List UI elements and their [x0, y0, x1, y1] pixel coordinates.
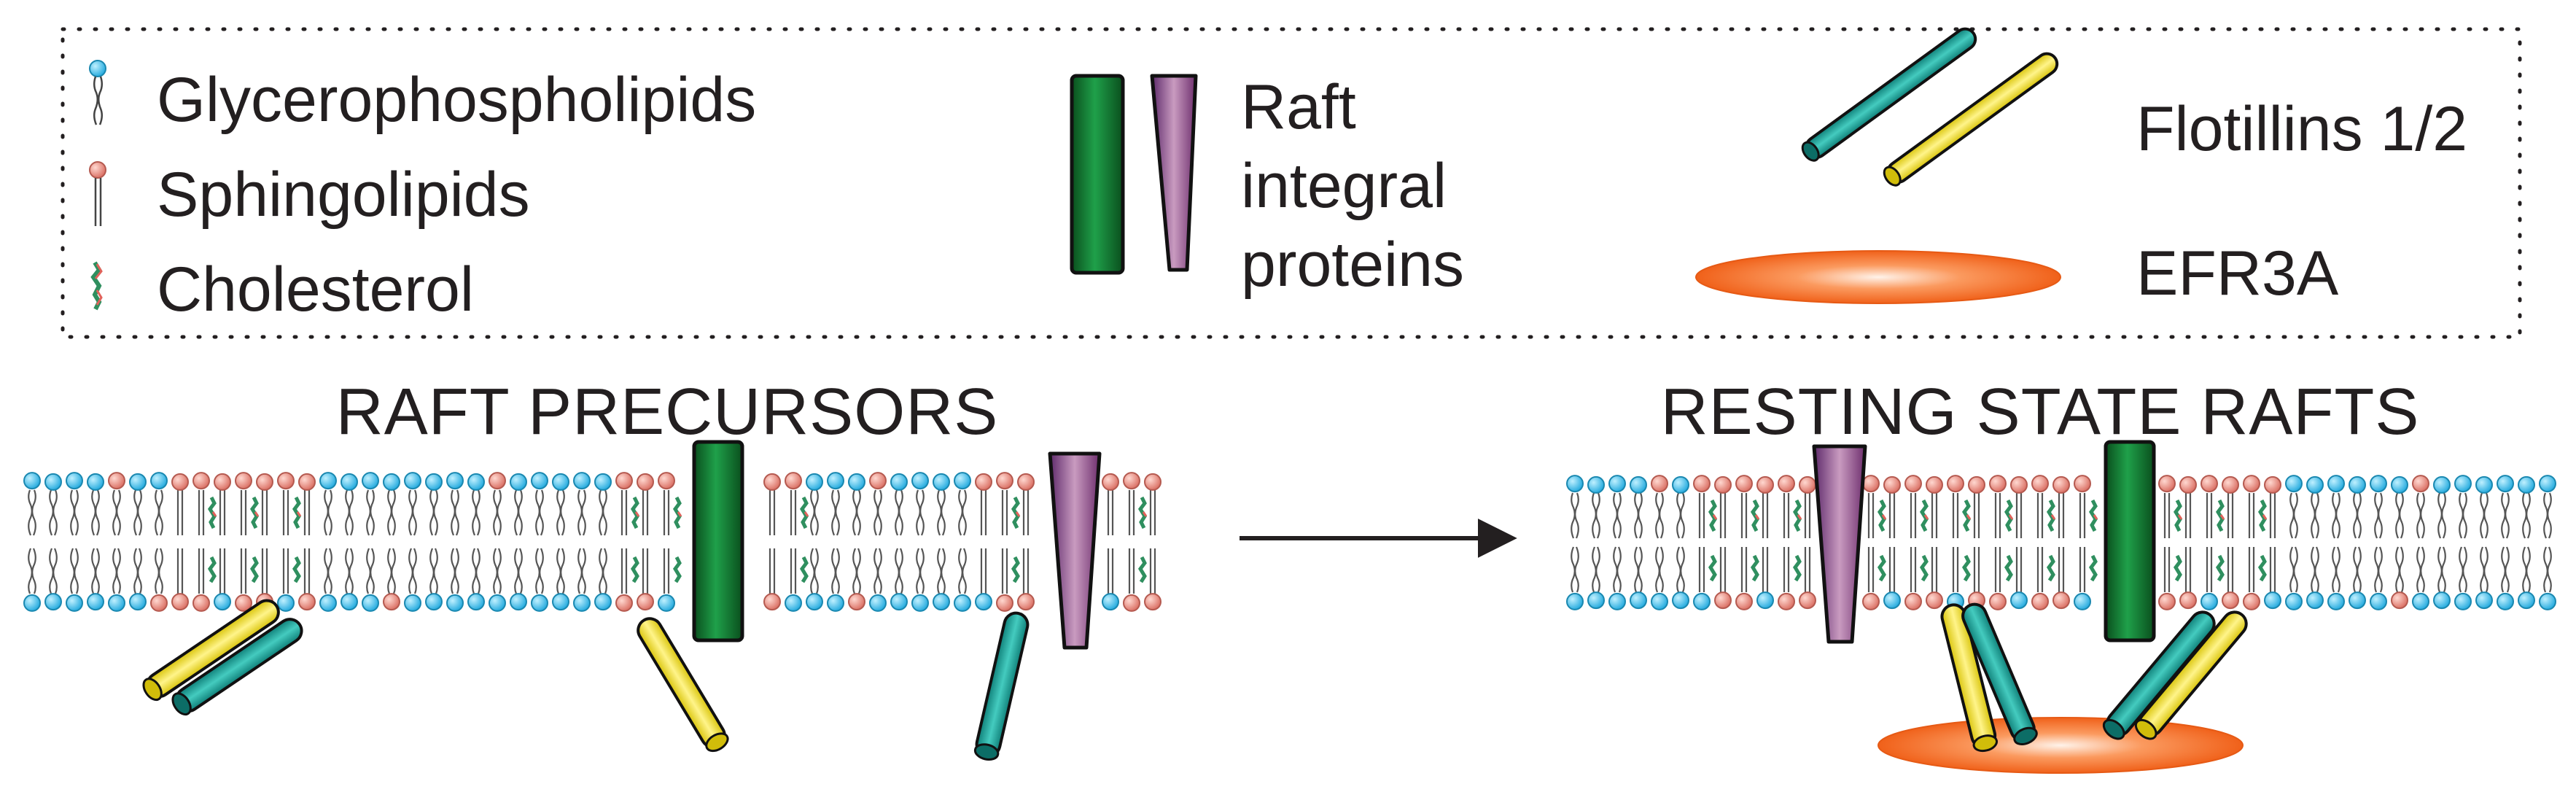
flotillin-yellow-left-1	[142, 599, 280, 702]
glycerophospholipids-label: Glycerophospholipids	[157, 65, 756, 135]
flotillin-yellow-right-1	[1940, 603, 1999, 753]
raft-precursors-title: RAFT PRECURSORS	[336, 376, 998, 449]
flotillin-teal-icon	[1801, 27, 1977, 162]
raft-proteins-label-line1: Raft	[1241, 72, 1356, 142]
raft-proteins-label-line3: proteins	[1241, 230, 1464, 300]
sphingolipids-label: Sphingolipids	[157, 160, 530, 230]
flotillins-label: Flotillins 1/2	[2136, 94, 2467, 164]
green-raft-protein-icon	[1070, 74, 1125, 275]
flotillin-yellow-icon	[1883, 52, 2059, 187]
flotillin-yellow-left-2	[637, 617, 729, 753]
flotillin-teal-right-1	[1961, 602, 2038, 746]
green-raft-protein-right	[2104, 440, 2156, 642]
flotillin-teal-left-1	[171, 618, 303, 716]
raft-proteins-label-line2: integral	[1241, 151, 1447, 221]
flotillin-teal-left-2	[973, 611, 1030, 761]
membrane-left	[23, 472, 1161, 612]
membrane-right	[1566, 475, 2556, 610]
legend-box	[61, 27, 2522, 339]
resting-state-rafts-title: RESTING STATE RAFTS	[1661, 376, 2420, 449]
efr3a-right	[1877, 717, 2244, 774]
efr3a-label: EFR3A	[2136, 238, 2339, 308]
cholesterol-label: Cholesterol	[157, 255, 474, 325]
green-raft-protein-left	[692, 440, 744, 642]
purple-raft-protein-right	[1812, 444, 1867, 644]
sphingolipid-icon	[89, 161, 106, 226]
purple-raft-protein-left	[1048, 451, 1102, 650]
cholesterol-icon	[90, 261, 103, 311]
purple-raft-protein-icon	[1150, 74, 1198, 272]
efr3a-icon	[1695, 250, 2061, 304]
glycerophospholipid-icon	[89, 60, 106, 125]
flotillin-yellow-right-2	[2134, 610, 2248, 740]
